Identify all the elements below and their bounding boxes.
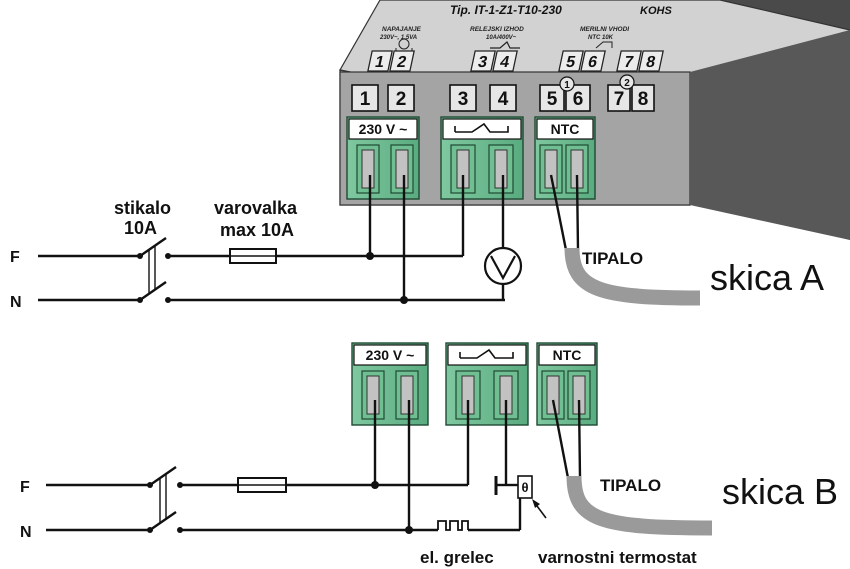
sketch-b-power-block: 230 V ~ [351, 342, 429, 426]
terminal-number-3: 3 [458, 89, 469, 110]
upper-terminal-1: 1 [373, 53, 386, 71]
circle-marker-2 [619, 74, 635, 90]
upper-terminal-8: 8 [644, 53, 657, 71]
inputs-label: MERILNI VHODI [580, 26, 629, 33]
sketch-b-power-label: 230 V ~ [366, 347, 415, 363]
sketch-a-neutral-label: N [10, 294, 22, 311]
sketch-b-heater-icon [437, 520, 469, 531]
relay-label: RELEJSKI IZHOD [470, 26, 524, 33]
inputs-spec-label: NTC 10K [588, 35, 614, 41]
sketch-a-sensor-label: TIPALO [582, 249, 643, 268]
sketch-a-title: skica A [710, 257, 824, 298]
sketch-a-phase-label: F [10, 249, 20, 266]
sketch-a-labels: stikalo 10A varovalka max 10A F N TIPALO… [10, 198, 824, 311]
sketch-b-sensor-label: TIPALO [600, 476, 661, 495]
sketch-b-neutral-label: N [20, 524, 32, 541]
sketch-b-switch-n-blade [149, 511, 177, 531]
circle-marker-1 [559, 76, 575, 92]
sketch-b-ntc-block: NTC [536, 342, 598, 426]
sketch-b-sensor-cable [566, 475, 713, 536]
upper-terminal-2: 2 [395, 53, 408, 71]
upper-terminal-labels: 1 2 3 4 5 6 7 8 [367, 50, 664, 72]
terminal-number-2: 2 [396, 89, 407, 110]
sketch-b-ntc-label: NTC [553, 347, 582, 363]
device-model-label-right: KOHS [640, 5, 672, 17]
terminal-number-4: 4 [498, 89, 509, 110]
sketch-a-switch-label-2: 10A [124, 218, 157, 238]
sketch-b-thermostat-symbol: θ [521, 480, 528, 495]
sketch-a-fuse-label-2: max 10A [220, 220, 294, 240]
sketch-a-switch-label-1: stikalo [114, 198, 171, 218]
sketch-b-labels: F N TIPALO skica B el. grelec varnostni … [20, 471, 838, 567]
sketch-a-switch-n-blade [139, 281, 167, 301]
sketch-b-terminals: 230 V ~ NTC [351, 342, 598, 426]
power-symbol-icon [398, 38, 410, 50]
sketch-a-ntc-block: NTC [534, 116, 596, 200]
sketch-a-relay-block [440, 116, 524, 200]
relay-spec-label: 10A/400V~ [486, 35, 517, 41]
relay-symbol-icon [490, 41, 520, 49]
sketch-b-heater-label: el. grelec [420, 548, 494, 567]
relay-contact-icon [455, 122, 509, 133]
power-spec-label: 230V~, 1.5VA [379, 35, 417, 41]
upper-terminal-7: 7 [622, 53, 635, 71]
terminal-number-1: 1 [360, 89, 371, 110]
sketch-a-power-label: 230 V ~ [359, 121, 408, 137]
device-model-label: Tip. IT-1-Z1-T10-230 [450, 3, 562, 17]
circle-marker-2-label: 2 [624, 78, 630, 89]
terminal-number-8: 8 [638, 89, 649, 110]
circle-marker-1-label: 1 [564, 80, 570, 91]
upper-terminal-3: 3 [476, 53, 489, 71]
upper-terminal-5: 5 [564, 53, 577, 71]
sketch-a-ntc-label: NTC [551, 121, 580, 137]
sketch-a-sensor-cable [564, 247, 701, 306]
terminal-number-5: 5 [547, 89, 558, 110]
sketch-b-title: skica B [722, 471, 838, 512]
terminal-number-6: 6 [573, 89, 584, 110]
sketch-b-switch-f-blade [149, 466, 177, 486]
sketch-b-phase-label: F [20, 479, 30, 496]
power-label: NAPAJANJE [382, 26, 422, 33]
sketch-b-thermostat-icon [517, 475, 533, 499]
sketch-a-terminals: 230 V ~ NTC [346, 116, 596, 200]
device-top-labels: Tip. IT-1-Z1-T10-230 KOHS NAPAJANJE 230V… [379, 3, 672, 53]
sketch-a-fuse-label-1: varovalka [214, 198, 298, 218]
sketch-b-thermostat-label: varnostni termostat [538, 548, 697, 567]
sketch-a-power-block: 230 V ~ [346, 116, 420, 200]
upper-terminal-4: 4 [498, 53, 511, 71]
upper-terminal-6: 6 [586, 53, 599, 71]
sketch-b-relay-contact-icon [460, 348, 514, 359]
sketch-a-switch-f-blade [139, 237, 167, 257]
sketch-a-wiring [38, 174, 701, 306]
terminal-number-7: 7 [614, 89, 625, 110]
sketch-b-wiring: θ [46, 399, 713, 536]
ntc-symbol-icon [595, 41, 613, 49]
sketch-b-relay-block [445, 342, 529, 426]
terminal-number-row: 1 2 3 4 5 6 7 8 1 2 [351, 74, 655, 112]
